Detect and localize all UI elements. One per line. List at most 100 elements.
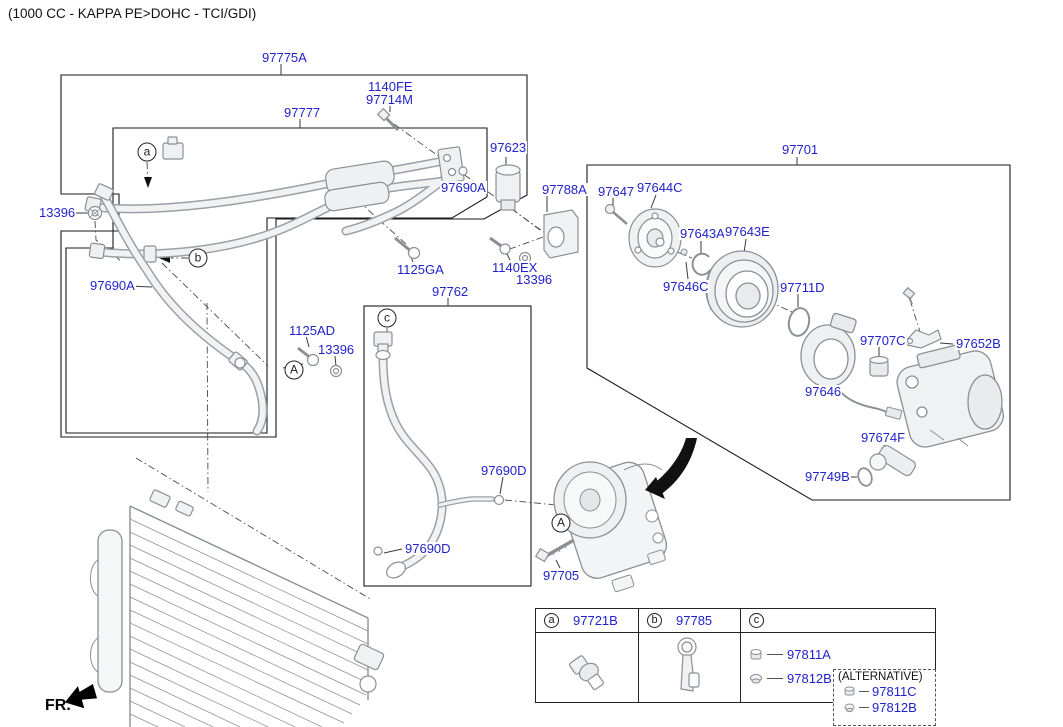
part-label-1140EX[interactable]: 1140EX (491, 260, 539, 275)
bolt-1125AD (297, 346, 320, 367)
part-label-97647[interactable]: 97647 (597, 184, 636, 199)
fr-label: FR. (45, 697, 71, 714)
oring-97690D-upper (493, 494, 505, 506)
legend-leader (767, 654, 783, 655)
valve-97623 (495, 164, 521, 211)
legend-cell-a (536, 633, 638, 703)
oring-97690A-top (458, 166, 468, 176)
legend-part-97721B[interactable]: 97721B (573, 613, 618, 628)
part-label-97652B[interactable]: 97652B (955, 336, 1002, 351)
part-label-13396[interactable]: 13396 (38, 205, 77, 220)
legend-header-a: a 97721B (536, 609, 638, 633)
oring-97690D-lower (373, 546, 383, 556)
part-label-97690D[interactable]: 97690D (480, 463, 528, 478)
part-label-1125AD[interactable]: 1125AD (288, 323, 337, 338)
compressor-body-exploded (896, 344, 1004, 448)
part-label-1140FE[interactable]: 1140FE (367, 79, 414, 94)
pipe-bracket (162, 142, 184, 160)
fr-direction-arrow (64, 683, 98, 709)
alternative-box: (ALTERNATIVE) 97811C 97812B (833, 669, 936, 726)
callout-b[interactable]: b (188, 248, 208, 268)
part-label-97690A[interactable]: 97690A (440, 180, 487, 195)
part-label-97690A[interactable]: 97690A (89, 278, 136, 293)
part-label-1125GA[interactable]: 1125GA (396, 262, 445, 277)
screw-97646C-target (680, 248, 688, 256)
part-label-97701[interactable]: 97701 (781, 142, 820, 157)
bolt-97714M (376, 107, 400, 132)
legend-table: a 97721B b 97785 (535, 608, 936, 726)
coil-97646 (800, 312, 903, 420)
part-label-97707C[interactable]: 97707C (859, 333, 907, 348)
part-label-13396[interactable]: 13396 (317, 342, 356, 357)
hose-end-fitting (234, 357, 246, 369)
clutch-disc-97644C (628, 208, 682, 268)
alternative-title: (ALTERNATIVE) (838, 671, 923, 683)
part-label-13396[interactable]: 13396 (515, 272, 554, 287)
legend-part-97812B[interactable]: 97812B (787, 671, 832, 686)
part-label-97711D[interactable]: 97711D (779, 280, 826, 295)
diagram-title: (1000 CC - KAPPA PE>DOHC - TCI/GDI) (8, 6, 257, 21)
part-label-97749B[interactable]: 97749B (804, 469, 851, 484)
oring-97749B (857, 467, 873, 487)
callout-letter-b: b (647, 613, 662, 628)
legend-cell-c: 97811A 97812B (ALTERNATIVE) 97811C 97812… (741, 633, 936, 726)
pipe-bracket-b (143, 245, 157, 263)
legend-leader (859, 691, 869, 692)
legend-part-97812B-alt[interactable]: 97812B (872, 700, 917, 715)
compressor-exploded-group (604, 203, 1004, 487)
snap-ring-97643A (691, 252, 711, 276)
legend-cell-b (639, 633, 740, 703)
part-label-97646[interactable]: 97646 (804, 384, 843, 399)
callout-letter-a: a (544, 613, 559, 628)
part-label-97775A[interactable]: 97775A (261, 50, 308, 65)
part-label-97788A[interactable]: 97788A (541, 182, 588, 197)
exploded-view-swoosh-arrow (645, 438, 697, 499)
pressure-sensor-icon (568, 655, 604, 691)
valve-97674F (869, 444, 916, 477)
callout-a[interactable]: a (137, 142, 157, 162)
part-label-97646C[interactable]: 97646C (662, 279, 710, 294)
fasteners (297, 164, 579, 378)
receiver-drier (97, 529, 123, 693)
legend-part-97811C[interactable]: 97811C (872, 684, 917, 699)
callout-letter-c: c (749, 613, 764, 628)
part-label-97762[interactable]: 97762 (431, 284, 470, 299)
callout-A[interactable]: A (551, 513, 571, 533)
legend-part-97785[interactable]: 97785 (676, 613, 713, 628)
bolt-1140EX (489, 236, 511, 255)
part-label-97690D[interactable]: 97690D (404, 541, 452, 556)
bolt-1125GA (394, 236, 421, 260)
bracket-97788A (543, 209, 579, 259)
box-97777 (65, 127, 488, 434)
muffler-lower (324, 181, 390, 212)
legend-part-97811A[interactable]: 97811A (787, 647, 831, 662)
bolt-97647 (604, 203, 628, 225)
part-label-97643E[interactable]: 97643E (724, 224, 771, 239)
part-label-97643A[interactable]: 97643A (679, 226, 726, 241)
legend-leader (859, 707, 869, 708)
grommet-icon (750, 649, 762, 660)
callout-c[interactable]: c (377, 308, 397, 328)
expansion-valve-plate (437, 146, 465, 184)
part-label-97644C[interactable]: 97644C (636, 180, 684, 195)
part-label-97623[interactable]: 97623 (489, 140, 528, 155)
hose-assembly-97777 (84, 107, 468, 263)
label-leader-lines (68, 63, 954, 569)
legend-header-c: c (741, 609, 936, 633)
hose-97690A (87, 183, 268, 436)
cap-97707C (869, 355, 889, 377)
pulley-97643E (705, 250, 779, 328)
part-label-97674F[interactable]: 97674F (860, 430, 907, 445)
legend-header-b: b 97785 (639, 609, 740, 633)
clamp-bracket-icon (677, 637, 700, 692)
callout-A[interactable]: A (284, 360, 304, 380)
grommet-icon (844, 703, 855, 712)
part-label-97777[interactable]: 97777 (283, 105, 322, 120)
compressor-main-view (553, 461, 668, 593)
nut-13396-left (87, 205, 103, 221)
part-label-97705[interactable]: 97705 (542, 568, 581, 583)
part-label-97714M[interactable]: 97714M (365, 92, 414, 107)
legend-leader (767, 678, 783, 679)
